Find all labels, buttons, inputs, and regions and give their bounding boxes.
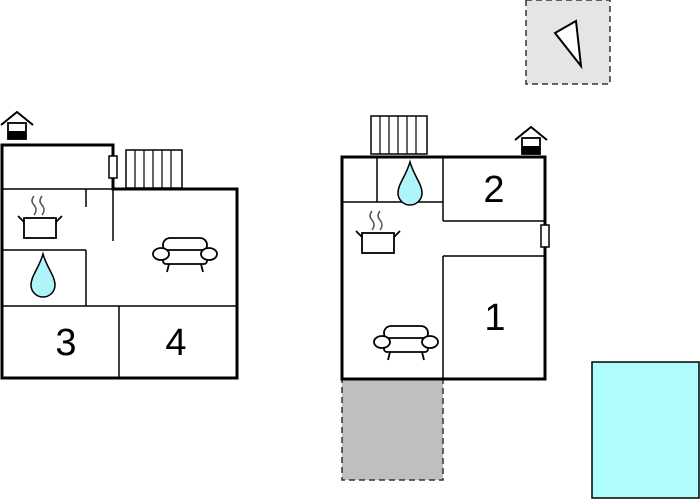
water-drop-icon	[30, 253, 56, 298]
door-icon	[108, 155, 118, 179]
entrance-icon	[514, 126, 548, 155]
room-number: 4	[165, 322, 186, 364]
stairs-icon	[370, 115, 428, 155]
compass-area	[525, 0, 611, 85]
room-number: 3	[55, 322, 76, 364]
kitchen-pot-icon	[355, 210, 401, 254]
room-number: 2	[483, 169, 504, 211]
water-drop-icon	[397, 161, 423, 206]
building-left: 3 4	[0, 111, 239, 380]
door-icon	[540, 224, 550, 248]
sofa-icon	[152, 237, 218, 273]
compass-icon	[553, 19, 583, 70]
terrace-area	[341, 378, 444, 481]
sofa-icon	[373, 325, 439, 361]
room-number: 1	[484, 297, 505, 339]
entrance-icon	[0, 111, 34, 140]
kitchen-pot-icon	[17, 195, 63, 239]
stairs-icon	[125, 149, 183, 189]
pool-area	[591, 361, 700, 499]
building-right: 2 1	[340, 115, 550, 481]
